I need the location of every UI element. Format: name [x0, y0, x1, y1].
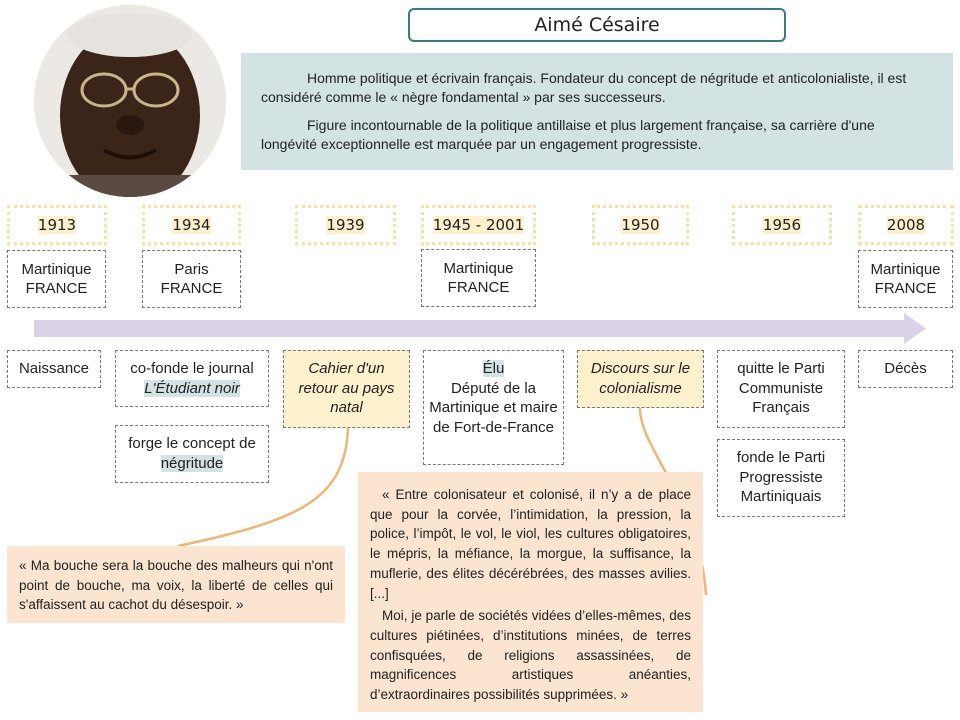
year-1956: 1956 — [732, 205, 832, 245]
description-paragraph: Homme politique et écrivain français. Fo… — [261, 70, 907, 105]
page-title: Aimé Césaire — [408, 8, 786, 42]
timeline-arrow — [34, 313, 926, 344]
event-fonde-ppm: fonde le Parti Progressiste Martiniquais — [717, 439, 845, 517]
year-1950: 1950 — [592, 205, 689, 245]
description-paragraph: Figure incontournable de la politique an… — [261, 117, 875, 152]
description-box: Homme politique et écrivain français. Fo… — [241, 53, 953, 170]
event-quitte-pcf: quitte le Parti Communiste Français — [717, 350, 845, 428]
year-1945-2001: 1945 - 2001 — [421, 205, 536, 245]
event-naissance: Naissance — [7, 350, 101, 388]
quote-discours: « Entre colonisateur et colonisé, il n’y… — [358, 472, 703, 712]
event-cahier: Cahier d'un retour au pays natal — [283, 350, 410, 428]
portrait-photo — [34, 5, 226, 197]
year-1913: 1913 — [7, 205, 107, 245]
event-discours: Discours sur le colonialisme — [577, 350, 704, 408]
year-2008: 2008 — [858, 205, 954, 245]
event-deces: Décès — [858, 350, 953, 388]
year-1934: 1934 — [142, 205, 241, 245]
quote-cahier: « Ma bouche sera la bouche des malheurs … — [7, 546, 345, 623]
year-1939: 1939 — [295, 205, 396, 245]
